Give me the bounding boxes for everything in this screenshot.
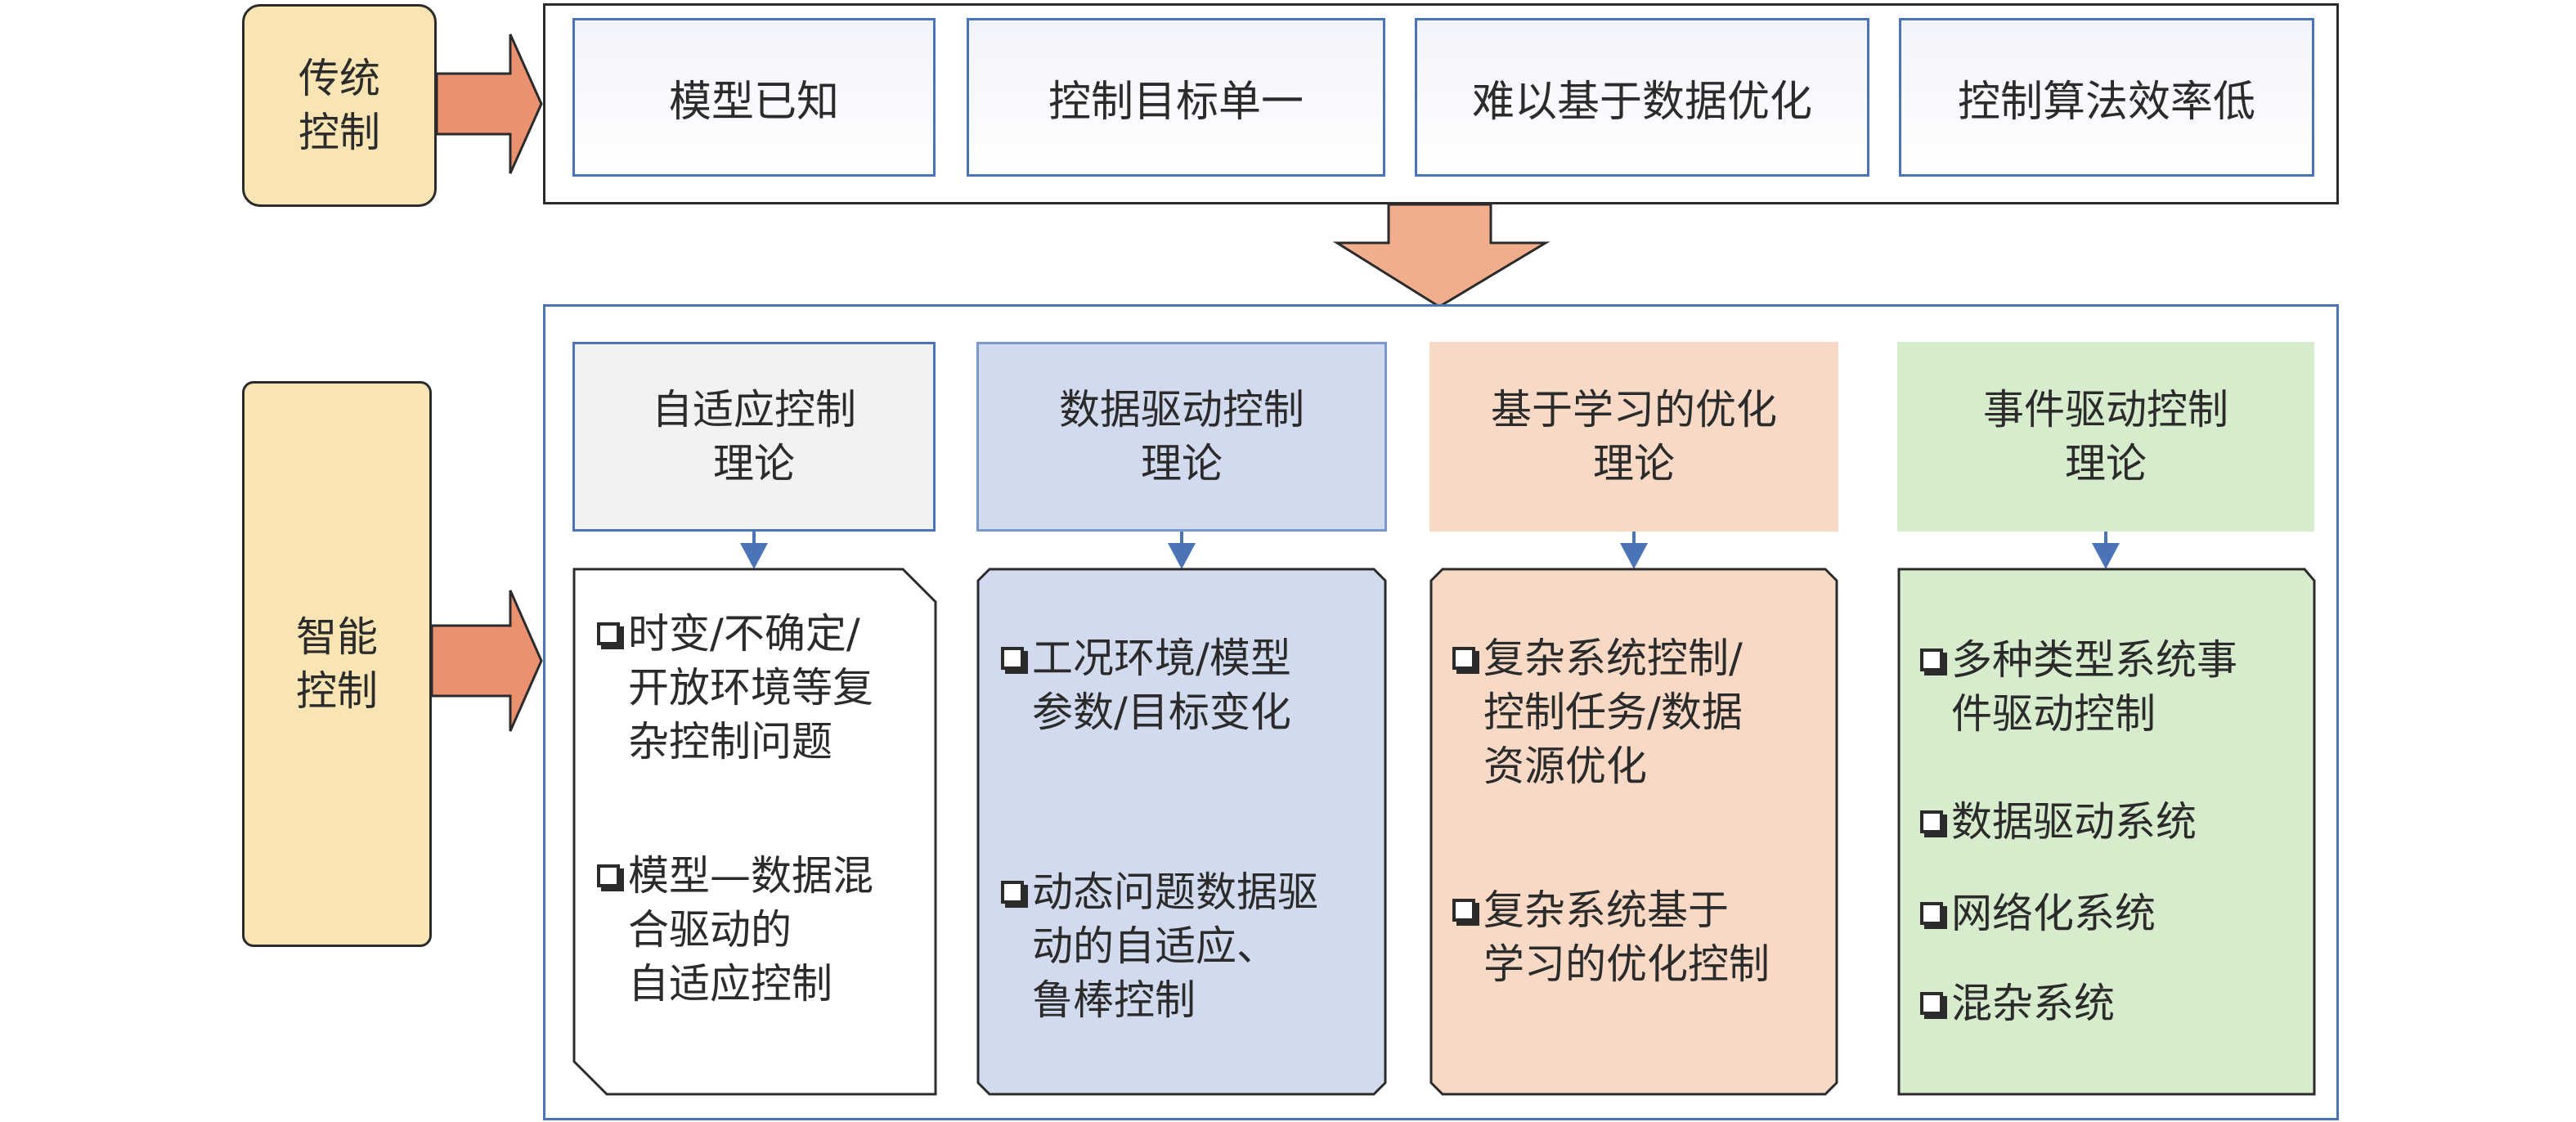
card-shape — [1429, 568, 1838, 1096]
traditional-item-text: 控制目标单一 — [1048, 77, 1304, 127]
header-text: 基于学习的优化 理论 — [1491, 386, 1777, 487]
list-item: 动态问题数据驱 动的自适应、 鲁棒控制 — [1001, 865, 1318, 1027]
connector-arrow-1 — [740, 543, 768, 569]
connector-stem-4 — [2104, 532, 2107, 545]
checkbox-bullet-icon — [1001, 647, 1024, 670]
traditional-item-low-efficiency: 控制算法效率低 — [1899, 18, 2314, 177]
checkbox-bullet-icon — [1920, 992, 1943, 1015]
connector-stem-3 — [1632, 532, 1636, 545]
list-item: 多种类型系统事 件驱动控制 — [1920, 633, 2237, 741]
card-event-driven-control: 多种类型系统事 件驱动控制 数据驱动系统 网络化系统 混杂系统 — [1897, 568, 2316, 1096]
list-item: 复杂系统基于 学习的优化控制 — [1452, 883, 1770, 991]
connector-arrow-4 — [2092, 543, 2120, 569]
traditional-control-label: 传统 控制 — [242, 4, 437, 207]
traditional-item-model-known: 模型已知 — [572, 18, 936, 177]
checkbox-bullet-icon — [1920, 649, 1943, 671]
traditional-right-arrow — [435, 34, 543, 174]
header-text: 自适应控制 理论 — [652, 386, 856, 487]
traditional-control-label-text: 传统 控制 — [298, 55, 380, 156]
checkbox-bullet-icon — [597, 864, 620, 887]
card-shape — [572, 568, 937, 1096]
intelligent-control-label-text: 智能 控制 — [296, 613, 378, 715]
traditional-item-text: 控制算法效率低 — [1957, 77, 2255, 127]
checkbox-bullet-icon — [1920, 902, 1943, 925]
header-data-driven-control: 数据驱动控制 理论 — [976, 342, 1387, 532]
card-adaptive-control: 时变/不确定/ 开放环境等复 杂控制问题 模型—数据混 合驱动的 自适应控制 — [572, 568, 937, 1096]
header-adaptive-control: 自适应控制 理论 — [572, 342, 936, 532]
traditional-item-text: 难以基于数据优化 — [1471, 77, 1812, 127]
list-item: 数据驱动系统 — [1920, 795, 2197, 849]
connector-stem-2 — [1180, 532, 1183, 545]
checkbox-bullet-icon — [1920, 810, 1943, 833]
traditional-item-single-goal: 控制目标单一 — [967, 18, 1385, 177]
connector-stem-1 — [752, 532, 756, 545]
header-learning-optimization: 基于学习的优化 理论 — [1429, 342, 1838, 532]
list-item: 模型—数据混 合驱动的 自适应控制 — [597, 849, 873, 1011]
checkbox-bullet-icon — [597, 622, 620, 645]
connector-arrow-3 — [1620, 543, 1648, 569]
checkbox-bullet-icon — [1452, 899, 1475, 922]
list-item: 网络化系统 — [1920, 886, 2156, 940]
intelligent-right-arrow — [430, 590, 543, 732]
list-item: 复杂系统控制/ 控制任务/数据 资源优化 — [1452, 631, 1743, 793]
checkbox-bullet-icon — [1452, 647, 1475, 670]
traditional-item-text: 模型已知 — [668, 77, 839, 127]
card-data-driven-control: 工况环境/模型 参数/目标变化 动态问题数据驱 动的自适应、 鲁棒控制 — [976, 568, 1387, 1096]
header-event-driven-control: 事件驱动控制 理论 — [1897, 342, 2314, 532]
list-item: 工况环境/模型 参数/目标变化 — [1001, 631, 1291, 739]
list-item: 时变/不确定/ 开放环境等复 杂控制问题 — [597, 607, 873, 769]
traditional-item-hard-to-optimize: 难以基于数据优化 — [1415, 18, 1869, 177]
checkbox-bullet-icon — [1001, 881, 1024, 904]
card-shape — [976, 568, 1387, 1096]
list-item: 混杂系统 — [1920, 976, 2115, 1030]
card-learning-optimization: 复杂系统控制/ 控制任务/数据 资源优化 复杂系统基于 学习的优化控制 — [1429, 568, 1838, 1096]
connector-arrow-2 — [1168, 543, 1196, 569]
card-shape — [1897, 568, 2316, 1096]
header-text: 事件驱动控制 理论 — [1983, 386, 2228, 487]
header-text: 数据驱动控制 理论 — [1059, 386, 1304, 487]
down-transition-arrow — [1332, 203, 1551, 308]
